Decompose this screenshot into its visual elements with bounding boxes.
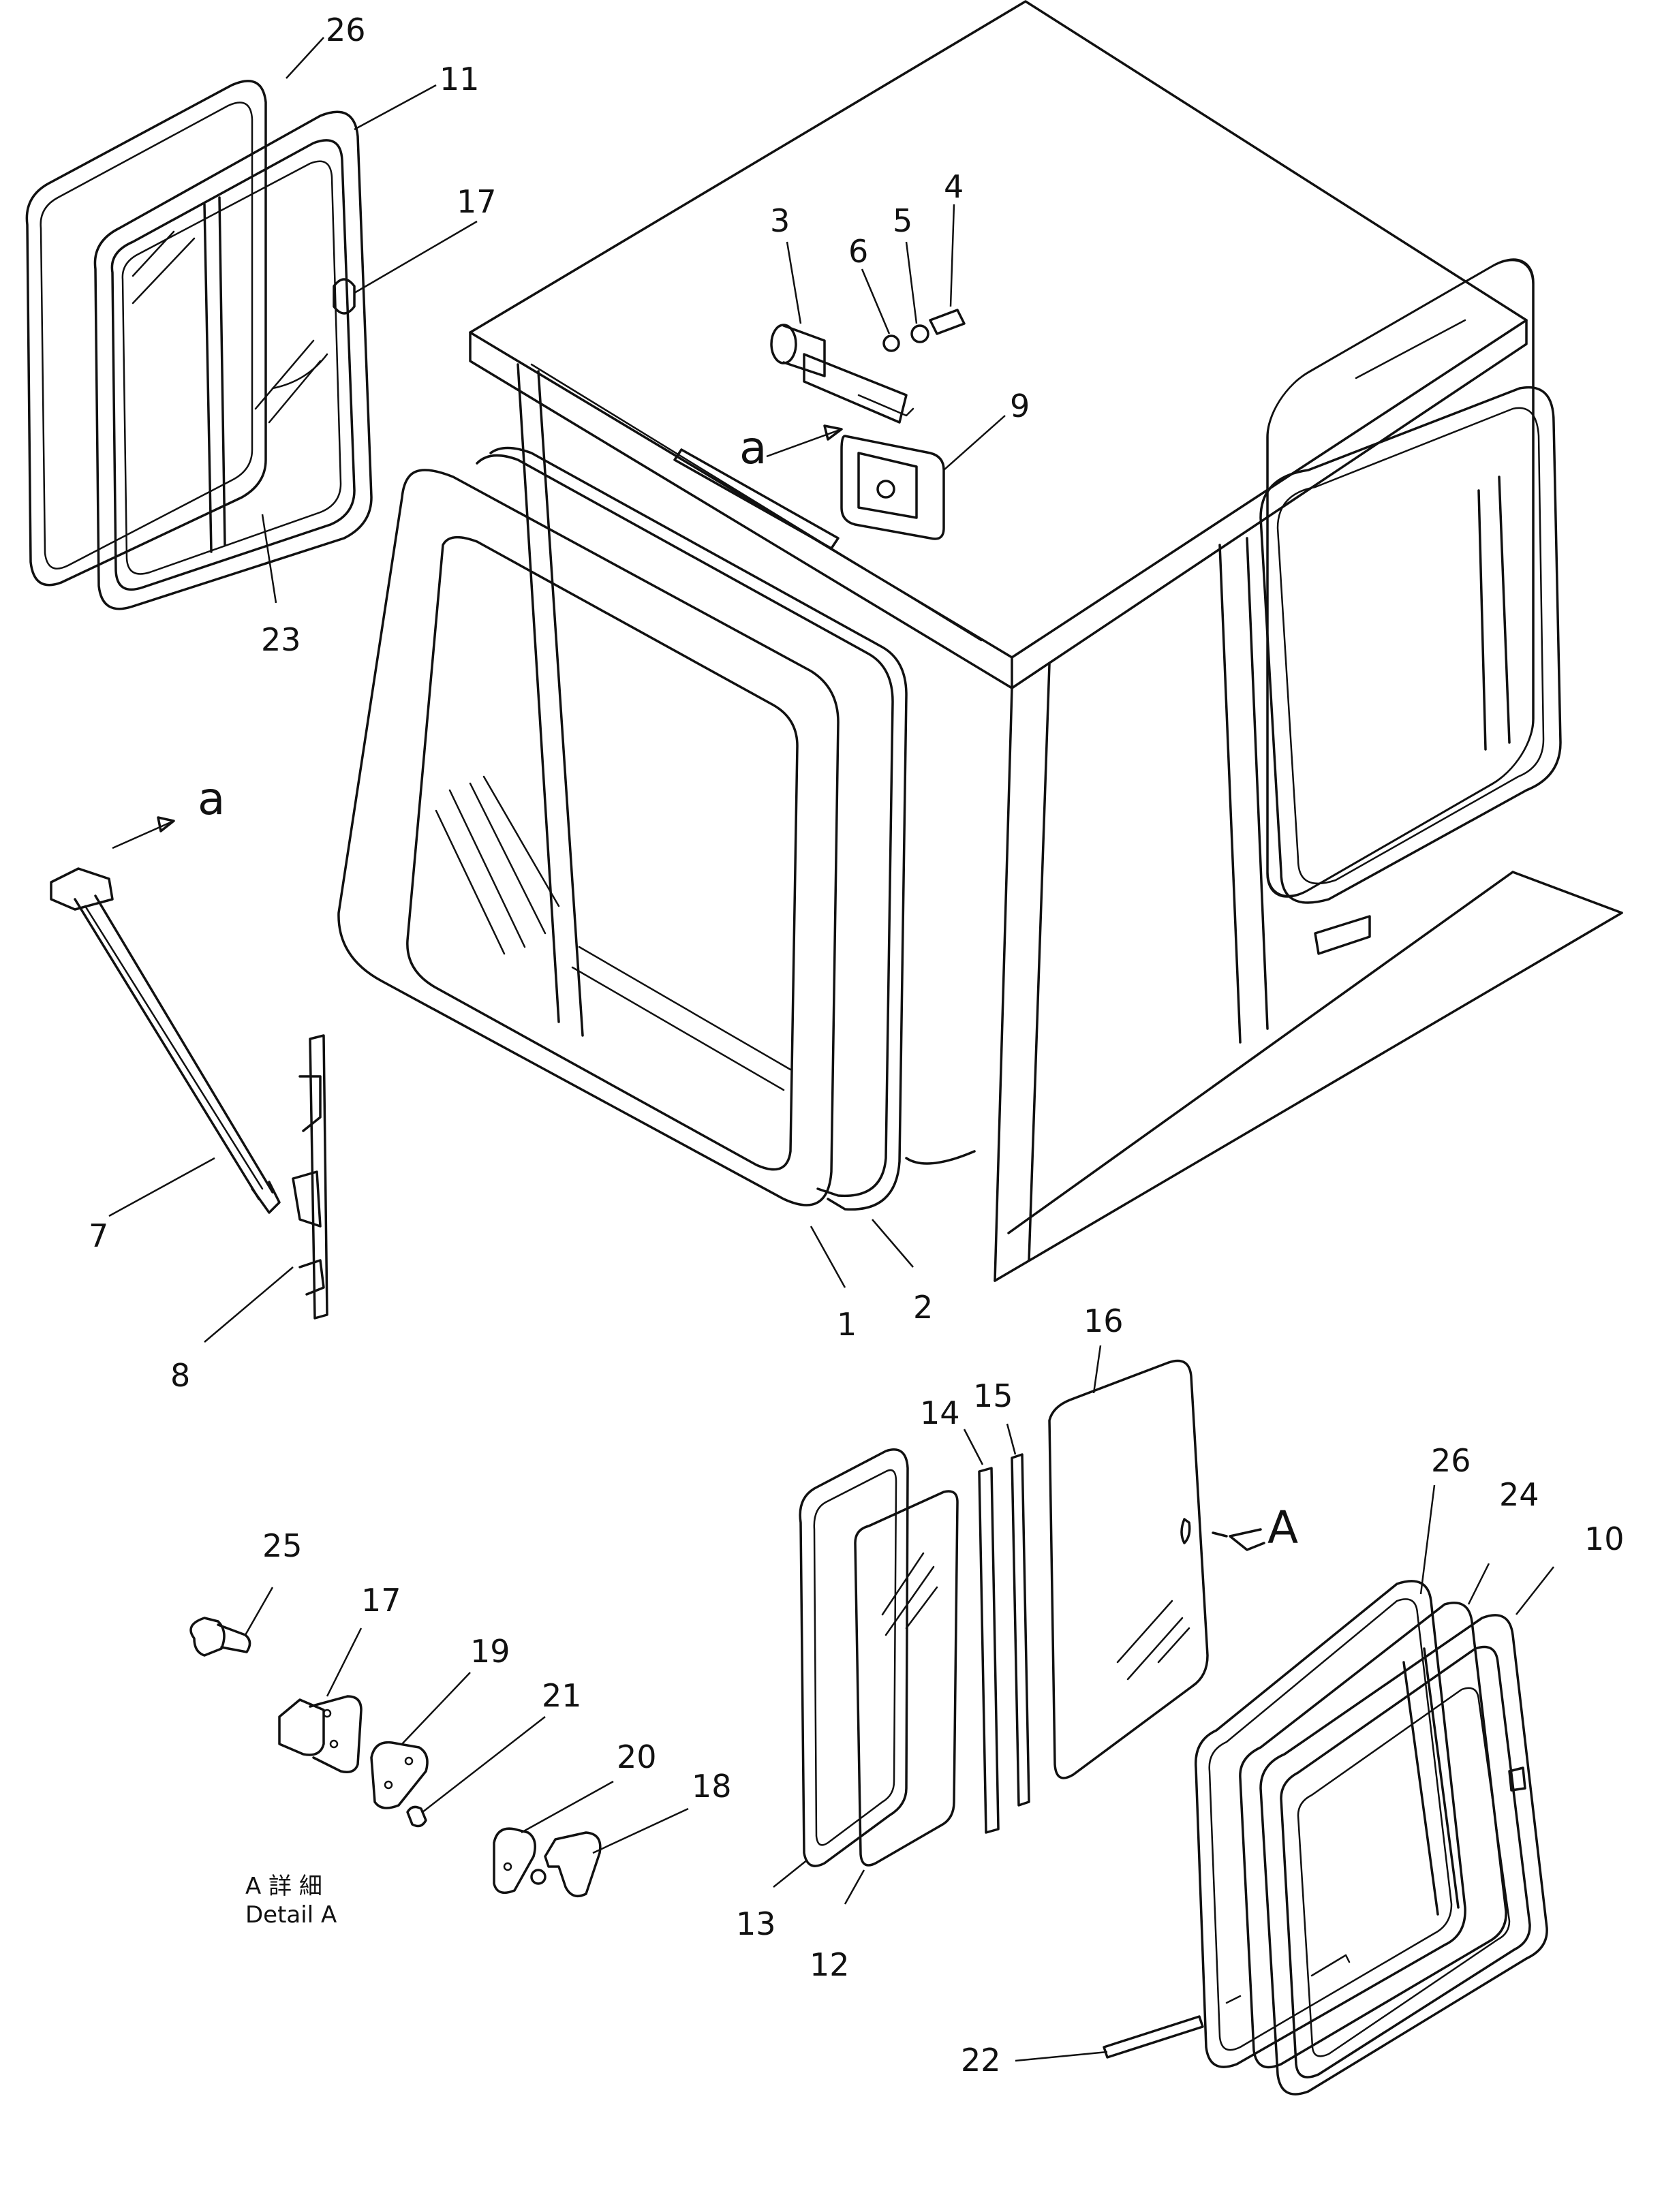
callout-17-detail: 17	[361, 1582, 401, 1619]
callout-14: 14	[920, 1395, 960, 1431]
callout-24: 24	[1499, 1476, 1539, 1513]
callout-26-top: 26	[326, 12, 366, 48]
callout-19: 19	[470, 1633, 510, 1670]
callout-6: 6	[848, 233, 868, 270]
callout-23: 23	[261, 621, 301, 658]
callout-1: 1	[837, 1306, 857, 1343]
wiper-arm-blade	[50, 867, 328, 1320]
sliding-window-frame	[1103, 1580, 1548, 2096]
callout-13: 13	[736, 1905, 776, 1942]
callout-10: 10	[1584, 1521, 1625, 1557]
detail-caption-japanese: A 詳 細	[245, 1873, 322, 1900]
callout-7: 7	[89, 1217, 108, 1254]
leader-lines	[108, 37, 1554, 2062]
front-window-assembly	[337, 446, 908, 1211]
detail-a-latch-parts	[189, 1617, 602, 1898]
callout-18: 18	[692, 1768, 732, 1805]
callout-12: 12	[810, 1946, 850, 1983]
callout-20: 20	[617, 1739, 657, 1775]
callout-25: 25	[262, 1527, 303, 1564]
callout-16: 16	[1083, 1303, 1124, 1339]
callout-9: 9	[1010, 388, 1030, 424]
rear-sliding-window-assembly	[25, 80, 373, 610]
callout-11: 11	[440, 61, 480, 97]
callout-15: 15	[973, 1377, 1013, 1414]
callout-4: 4	[944, 168, 964, 205]
cab-body	[469, 0, 1623, 1282]
side-window-parts	[799, 1359, 1265, 1867]
wiper-motor-assembly	[770, 309, 966, 540]
view-marker-a-left: a	[198, 773, 225, 825]
callout-3: 3	[770, 202, 790, 239]
callout-8: 8	[170, 1357, 190, 1394]
view-marker-a-top: a	[739, 422, 767, 474]
callout-5: 5	[893, 202, 912, 239]
callout-labels: 26 11 17 23 3 6 5 4 9 7 8 1 2 16 14 15 2…	[89, 12, 1625, 2078]
callout-2: 2	[913, 1289, 933, 1326]
callout-21: 21	[542, 1677, 582, 1714]
callout-26-right: 26	[1431, 1442, 1471, 1479]
detail-caption-english: Detail A	[245, 1901, 337, 1929]
callout-17-top: 17	[457, 183, 497, 220]
view-marker-A-right: A	[1267, 1501, 1298, 1554]
callout-22: 22	[961, 2042, 1001, 2078]
